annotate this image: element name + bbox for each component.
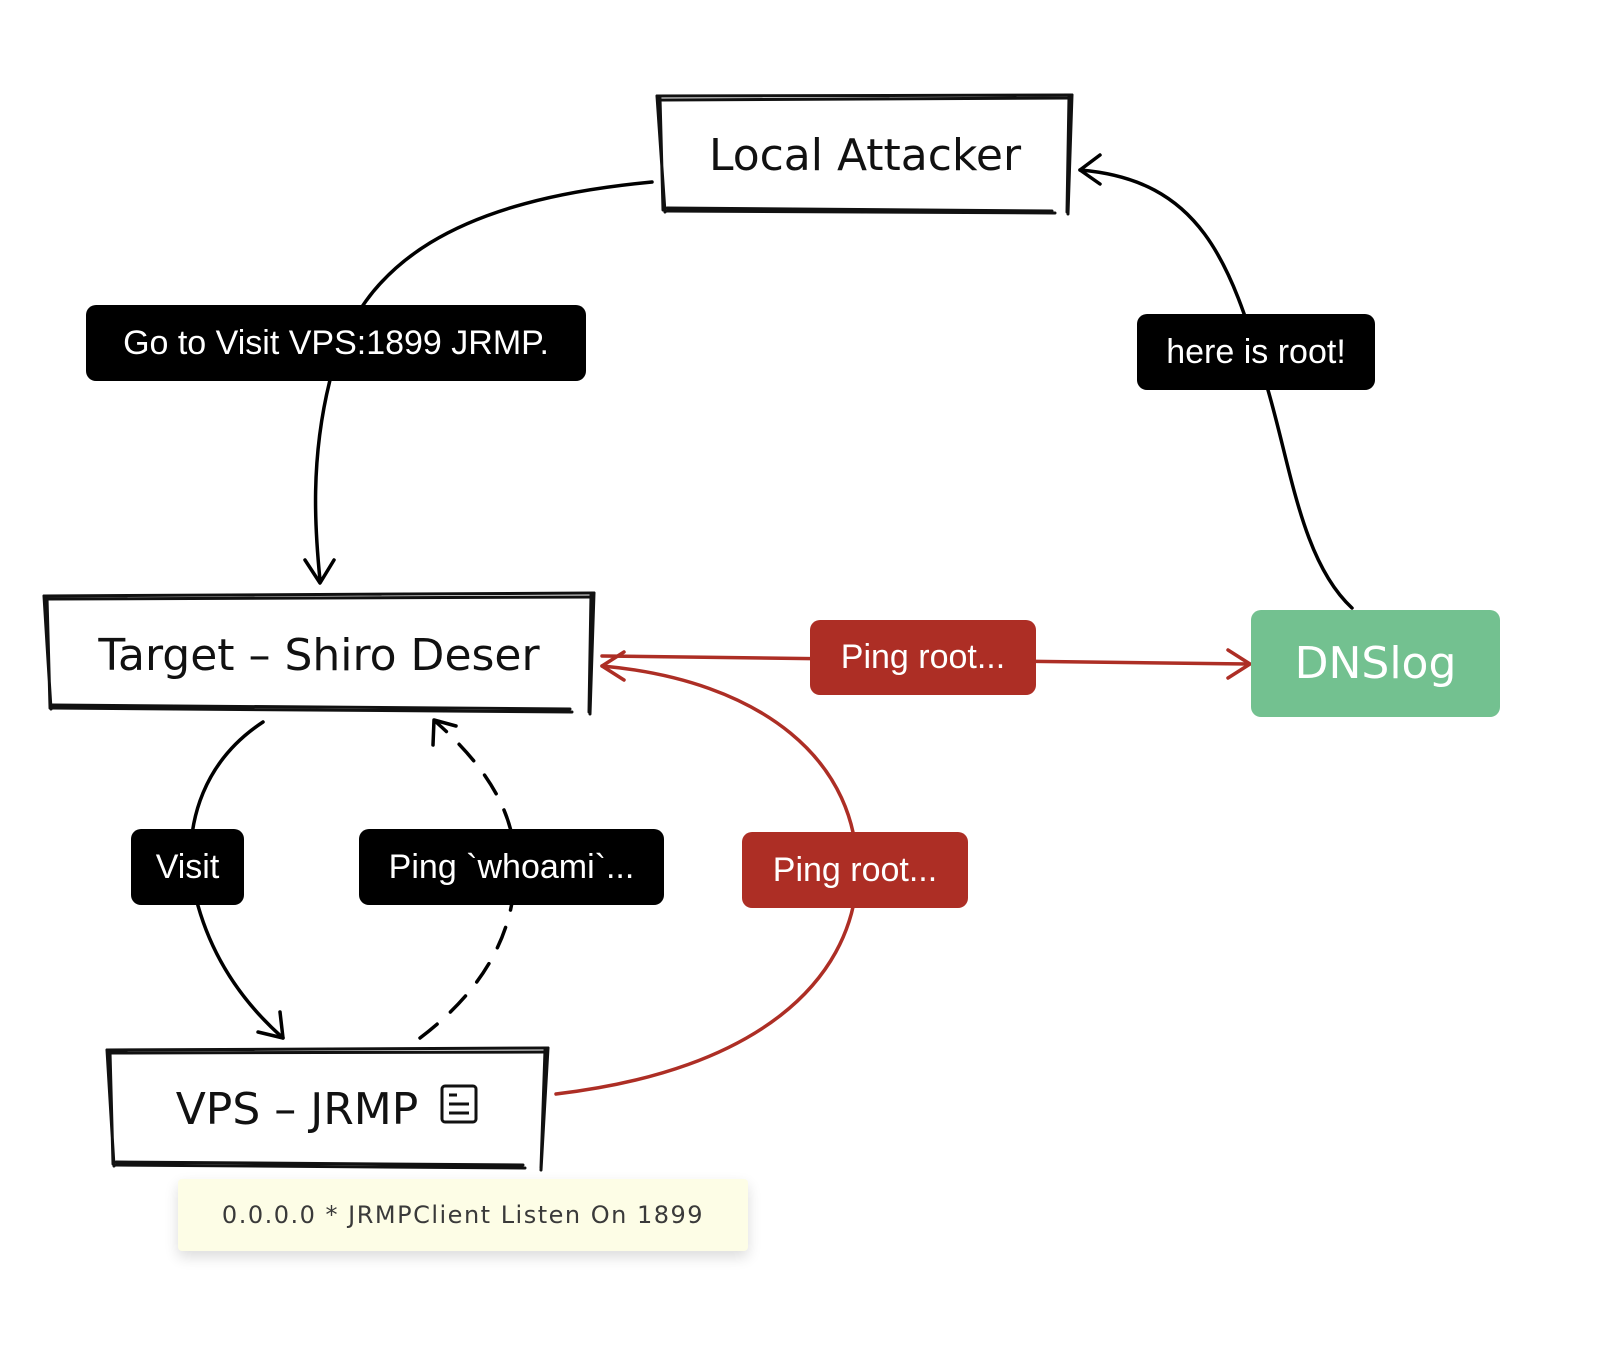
edge-label-ping-root-bottom-text: Ping root... — [772, 850, 938, 889]
edge-label-visit: Visit — [131, 829, 244, 905]
vps-note-tooltip: 0.0.0.0 * JRMPClient Listen On 1899 — [178, 1179, 748, 1251]
vps-note-text: 0.0.0.0 * JRMPClient Listen On 1899 — [221, 1201, 705, 1229]
vps-box-outline — [105, 1046, 550, 1172]
edge-label-go-visit: Go to Visit VPS:1899 JRMP. — [86, 305, 586, 381]
edge-label-visit-text: Visit — [155, 847, 220, 886]
node-dnslog-label: DNSlog — [1294, 638, 1457, 689]
edge-label-ping-root-right-text: Ping root... — [840, 638, 1006, 676]
arrowhead-into-attacker — [1078, 153, 1102, 186]
local-attacker-box-outline — [655, 93, 1074, 216]
edge-label-ping-root-right: Ping root... — [810, 620, 1036, 695]
edge-label-ping-root-bottom: Ping root... — [742, 832, 968, 908]
dashed-arrow-vps-to-target — [418, 720, 518, 1040]
arrow-attacker-to-target — [313, 180, 654, 582]
target-box-outline — [42, 591, 596, 716]
edge-label-here-is-root: here is root! — [1137, 314, 1375, 390]
node-target-label: Target – Shiro Deser — [98, 629, 540, 681]
node-local-attacker: Local Attacker — [665, 100, 1065, 210]
red-arrowhead-into-dnslog — [1226, 648, 1252, 680]
edge-label-ping-whoami-text: Ping `whoami`... — [388, 847, 635, 886]
arrowhead-into-vps — [256, 1010, 285, 1040]
edge-label-here-is-root-text: here is root! — [1166, 332, 1346, 371]
document-icon[interactable] — [440, 1084, 478, 1135]
node-local-attacker-label: Local Attacker — [708, 129, 1022, 181]
node-vps: VPS – JRMP — [114, 1054, 540, 1164]
node-dnslog: DNSlog — [1251, 610, 1500, 717]
edge-label-ping-whoami: Ping `whoami`... — [359, 829, 664, 905]
edge-label-go-visit-text: Go to Visit VPS:1899 JRMP. — [123, 323, 549, 362]
arrowhead-into-target — [303, 558, 336, 585]
node-vps-label: VPS – JRMP — [175, 1083, 419, 1135]
node-target: Target – Shiro Deser — [50, 600, 588, 710]
arrowhead-dashed-into-target — [431, 718, 458, 747]
red-arrowhead-into-target — [600, 650, 626, 682]
